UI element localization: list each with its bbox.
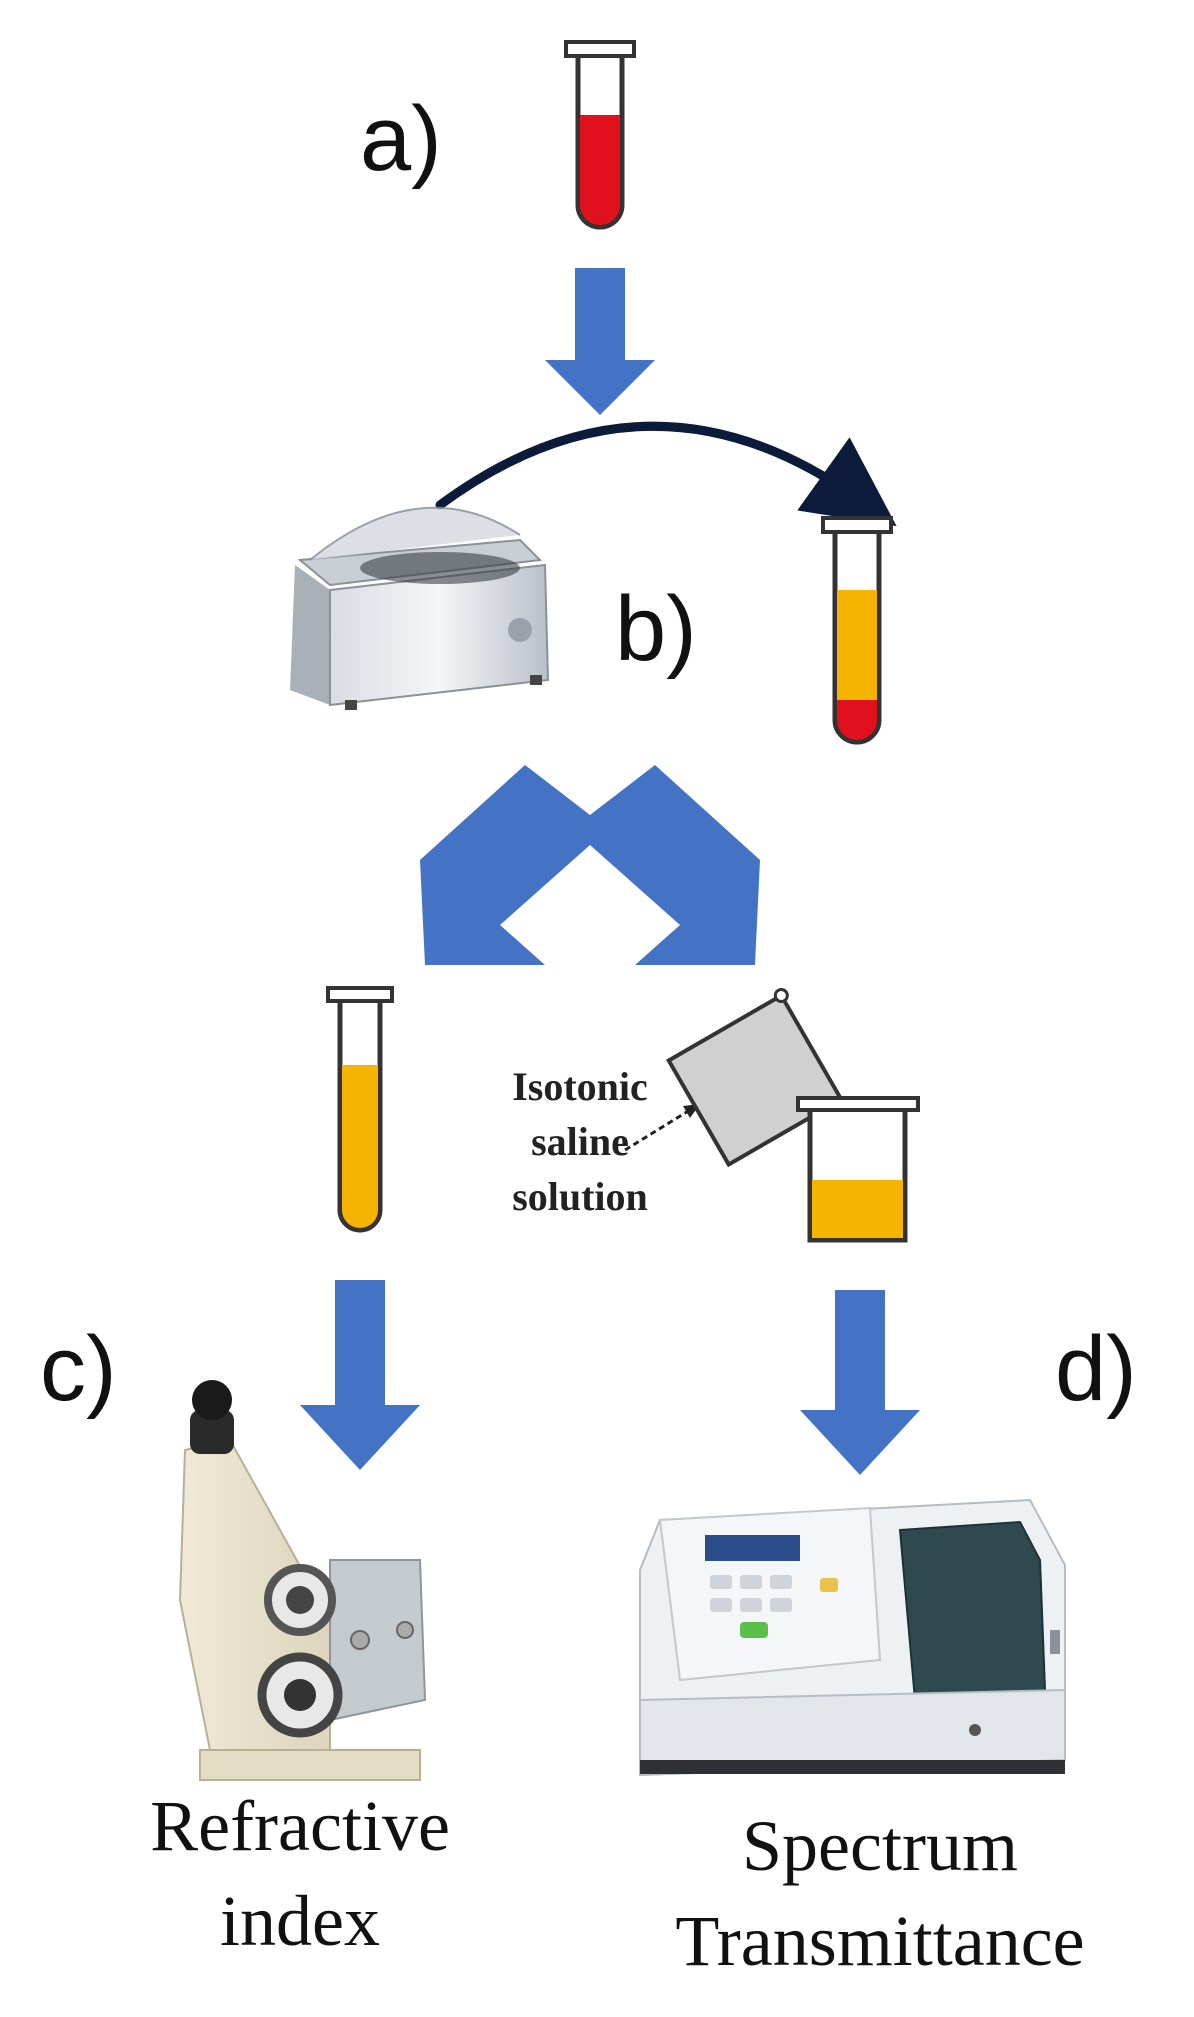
separated-sample-tube-icon: [821, 516, 893, 745]
arrow-down-right-icon: [800, 1290, 920, 1475]
curved-arrow-icon: [435, 421, 897, 527]
saline-label-line3: solution: [512, 1174, 648, 1219]
spectrum-caption-line1: Spectrum: [742, 1806, 1018, 1886]
centrifuge-icon: [290, 506, 550, 710]
step-d-label: d): [1055, 1318, 1137, 1420]
step-c-label: c): [40, 1318, 117, 1420]
saline-label-line1: Isotonic: [512, 1064, 648, 1109]
spectrophotometer-icon: [639, 1498, 1066, 1777]
step-a-label: a): [360, 88, 442, 190]
refractive-caption-line2: index: [220, 1881, 380, 1961]
annotation-arrow-icon: [624, 1108, 691, 1152]
split-arrow-icon: [420, 765, 760, 965]
keypad-icon: [710, 1575, 838, 1638]
step-b-label: b): [615, 578, 697, 680]
plasma-tube-icon: [326, 986, 394, 1233]
spectrum-caption-line2: Transmittance: [675, 1901, 1084, 1981]
beaker-icon: [796, 1096, 920, 1243]
arrow-down-icon: [545, 268, 655, 415]
refractometer-icon: [178, 1380, 427, 1781]
arrow-down-left-icon: [300, 1280, 420, 1470]
blood-sample-tube-icon: [564, 40, 636, 230]
refractive-caption-line1: Refractive: [150, 1786, 450, 1866]
saline-label-line2: saline: [531, 1119, 629, 1164]
saline-container-icon: [665, 988, 845, 1168]
